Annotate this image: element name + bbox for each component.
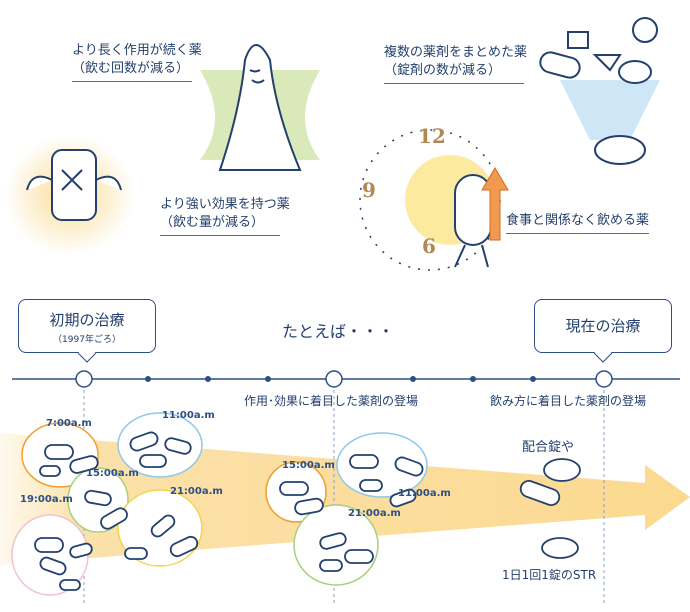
strong-pill-character	[26, 149, 122, 221]
pill	[100, 507, 128, 530]
time-label: 21:00a.m	[170, 486, 223, 497]
longer-acting-line1: より長く作用が続く薬	[72, 43, 202, 58]
early-title: 初期の治療	[49, 311, 125, 329]
pill	[69, 542, 93, 559]
time-label: 11:00a.m	[398, 488, 451, 499]
str-label: 1日1回1錠のSTR	[502, 568, 597, 582]
current-treatment-bubble: 現在の治療	[534, 299, 672, 353]
right-label: 飲み方に着目した薬剤の登場	[490, 394, 647, 408]
combo-label: 配合錠や	[522, 440, 575, 455]
early-subtitle: （1997年ごろ）	[53, 335, 121, 345]
pill	[139, 454, 167, 468]
pill	[34, 537, 64, 553]
clock-9: 9	[362, 178, 376, 202]
timeline-dot	[265, 376, 271, 382]
funnel-bg	[560, 80, 660, 140]
timeline-node	[325, 370, 343, 388]
pill	[84, 489, 112, 507]
pill	[294, 497, 324, 516]
timeline-node	[75, 370, 93, 388]
pill	[349, 454, 379, 469]
time-label: 21:00a.m	[348, 508, 401, 519]
pill	[39, 465, 61, 477]
pill-group	[117, 412, 203, 478]
example-text: たとえば・・・	[282, 322, 395, 341]
clock-6: 6	[422, 234, 436, 258]
timeline-dot	[205, 376, 211, 382]
combo-tablet	[543, 458, 581, 482]
time-label: 19:00a.m	[20, 494, 73, 505]
longer-acting-label: より長く作用が続く薬 （飲む回数が減る）	[72, 42, 202, 82]
pill	[69, 455, 99, 474]
stronger-line2: （飲む量が減る）	[160, 214, 280, 236]
clock-12: 12	[418, 124, 446, 148]
str-tablet	[541, 537, 579, 559]
timeline-marks	[75, 370, 613, 605]
timeline-dot	[470, 376, 476, 382]
pill	[279, 481, 309, 496]
pill	[169, 535, 199, 558]
pill	[394, 456, 424, 477]
combined-line2: （錠剤の数が減る）	[384, 62, 524, 84]
pill	[319, 532, 347, 550]
time-label: 15:00a.m	[86, 468, 139, 479]
longer-acting-line2: （飲む回数が減る）	[72, 60, 192, 82]
pill	[319, 559, 343, 572]
timeline-dot	[410, 376, 416, 382]
current-title: 現在の治療	[565, 317, 641, 335]
pill	[124, 547, 148, 560]
mid-label: 作用･効果に着目した薬剤の登場	[244, 394, 419, 408]
time-label: 11:00a.m	[162, 410, 215, 421]
stronger-label: より強い効果を持つ薬 （飲む量が減る）	[160, 196, 290, 236]
tablets	[539, 17, 658, 165]
pill	[389, 488, 417, 508]
long-acting-character	[218, 44, 302, 171]
combined-label: 複数の薬剤をまとめた薬 （錠剤の数が減る）	[384, 44, 527, 84]
pill	[359, 479, 383, 492]
stronger-line1: より強い効果を持つ薬	[160, 197, 290, 212]
timeline-dot	[530, 376, 536, 382]
timeline-node	[595, 370, 613, 388]
pill	[59, 579, 81, 591]
food-label: 食事と関係なく飲める薬	[506, 212, 650, 234]
early-treatment-bubble: 初期の治療 （1997年ごろ）	[18, 299, 156, 353]
pill	[519, 479, 561, 507]
pill-groups	[11, 412, 581, 596]
combined-line1: 複数の薬剤をまとめた薬	[384, 45, 528, 60]
time-label: 7:00a.m	[46, 418, 92, 429]
pill	[129, 431, 159, 452]
pill	[344, 549, 374, 564]
pill	[164, 437, 192, 455]
pill	[39, 556, 67, 576]
pill	[44, 444, 74, 460]
pill	[150, 514, 176, 538]
pill-group	[336, 432, 428, 498]
up-arrow	[481, 167, 509, 241]
timeline-dot	[145, 376, 151, 382]
time-label: 15:00a.m	[282, 460, 335, 471]
food-pill-character	[454, 174, 492, 268]
